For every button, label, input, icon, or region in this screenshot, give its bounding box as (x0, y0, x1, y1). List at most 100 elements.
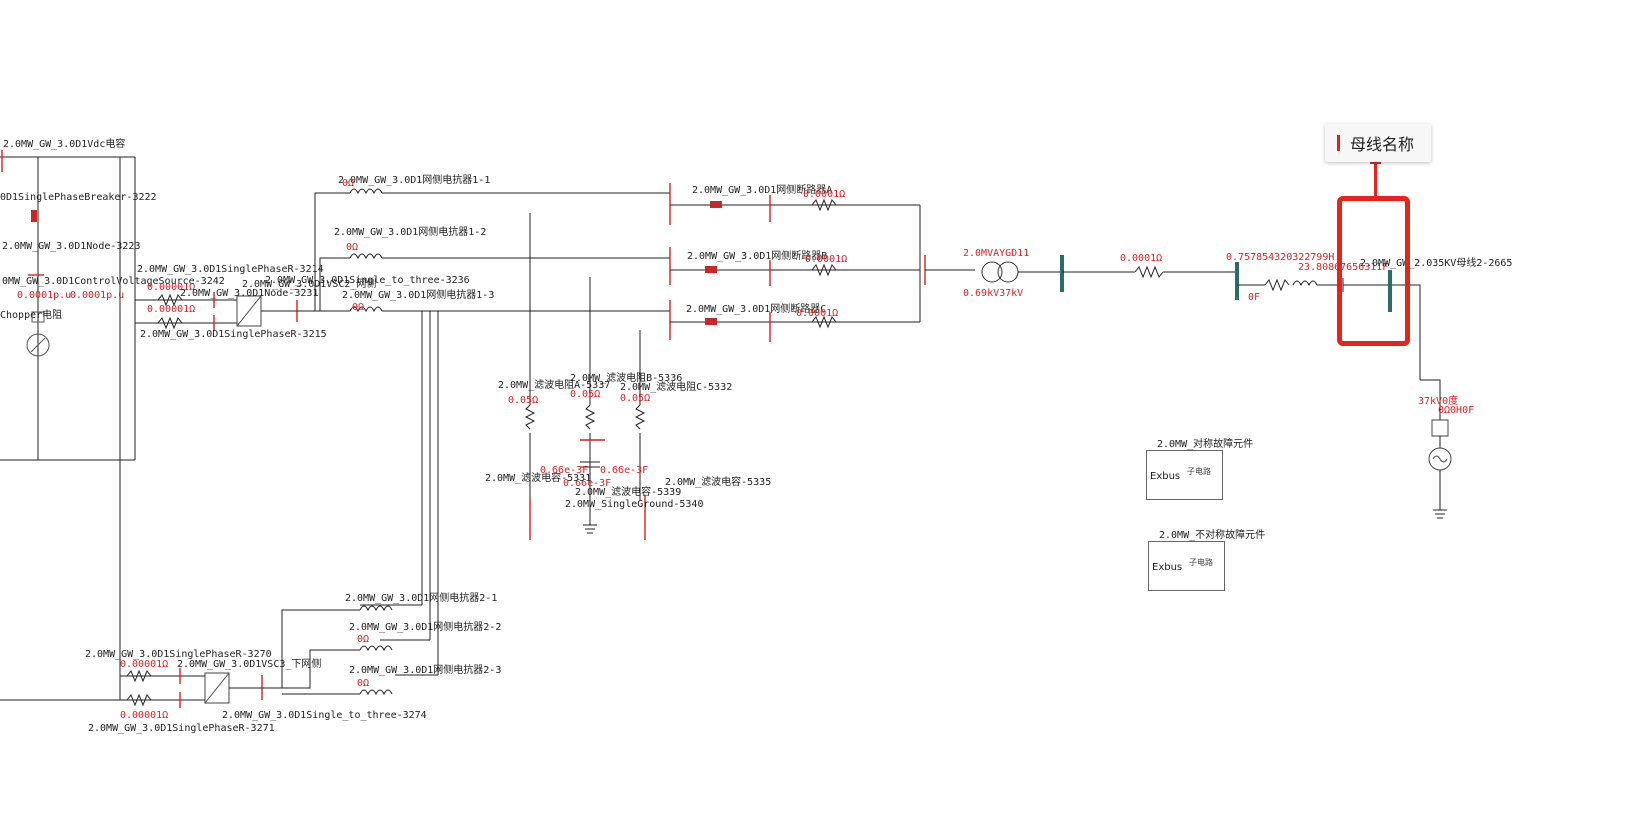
label-filt-c2: 2.0MW_滤波电容-5339 (575, 485, 681, 498)
ground-icon (583, 524, 597, 534)
resistor-icon[interactable] (1134, 265, 1164, 279)
value-filt-ra: 0.05Ω (508, 395, 538, 406)
exbus-label: Exbus (1152, 562, 1183, 573)
label-cvs: 0MW_GW_3.0D1ControlVoltageSource-3242 (2, 276, 225, 287)
bus-highlight-box (1337, 196, 1410, 346)
value-brk-c: 0.0001Ω (796, 308, 838, 319)
converter-1-section: 0.00001Ω 0.00001Ω 2.0MW_GW_3.0D1SinglePh… (135, 192, 470, 340)
label-react-1-1: 2.0MW_GW_3.0D1网侧电抗器1-1 (338, 173, 490, 186)
exbus-label: Exbus (1150, 471, 1181, 482)
resistor-icon[interactable] (524, 404, 536, 430)
resistor-icon[interactable] (811, 263, 837, 277)
resistor-icon[interactable] (157, 316, 183, 330)
value-r-3270: 0.00001Ω (120, 659, 168, 670)
resistor-icon[interactable] (811, 198, 837, 212)
label-node-3223: 2.0MW_GW_3.0D1Node-3223 (2, 241, 140, 252)
value-react-1-2: 0Ω (346, 242, 358, 253)
subcircuit-label: 子电路 (1187, 467, 1211, 476)
resistor-icon[interactable] (584, 404, 596, 430)
value-line-c: 23.80867656311F (1298, 262, 1388, 273)
breaker-a-icon[interactable] (710, 201, 722, 208)
label-react-1-2: 2.0MW_GW_3.0D1网侧电抗器1-2 (334, 225, 486, 238)
value-cap-1: 0.66e-3F (540, 465, 588, 476)
label-brk-b: 2.0MW_GW_3.0D1网侧断路器B (687, 249, 827, 262)
label-filt-rc: 2.0MW_滤波电阻C-5332 (620, 380, 732, 393)
breaker-icon[interactable] (31, 210, 37, 222)
value-react-2-3: 0Ω (357, 678, 369, 689)
resistor-icon[interactable] (126, 669, 152, 683)
symmetric-fault-component[interactable]: 2.0MW_对称故障元件 Exbus 子电路 (1146, 439, 1253, 500)
label-filt-c1: 2.0MW_滤波电容-5331 (485, 471, 591, 484)
reactor-group-1: 2.0MW_GW_3.0D1网侧电抗器1-1 0Ω 2.0MW_GW_3.0D1… (334, 173, 670, 675)
label-fault-1: 2.0MW_对称故障元件 (1157, 439, 1254, 450)
transformer-winding2-icon[interactable] (997, 261, 1019, 283)
label-node-3231: 2.0MW_GW_3.0D1Node-3231 (180, 288, 318, 299)
label-vdc: 2.0MW_GW_3.0D1Vdc电容 (3, 137, 125, 150)
breaker-b-icon[interactable] (705, 266, 717, 273)
label-breaker-3222: 0D1SinglePhaseBreaker-3222 (0, 192, 157, 203)
inductor-icon[interactable] (349, 253, 383, 260)
label-single-3236: 2.0MW_GW_3.0D1Single_to_three-3236 (265, 275, 470, 286)
value-pu-2: 0.0001p.u (70, 290, 124, 301)
label-phase-3214: 2.0MW_GW_3.0D1SinglePhaseR-3214 (137, 264, 324, 275)
label-fault-2: 2.0MW_不对称故障元件 (1159, 530, 1266, 541)
chopper-resistor-icon[interactable] (26, 333, 50, 357)
value-react-1-1: 0Ω (342, 178, 354, 189)
label-react-2-1: 2.0MW_GW_3.0D1网侧电抗器2-1 (345, 591, 497, 604)
converter-2-section: 2.0MW_GW_3.0D1网侧电抗器2-1 2.0MW_GW_3.0D1网侧电… (0, 591, 501, 734)
breaker-group: 2.0MW_GW_3.0D1网侧断路器A 0.0001Ω 2.0MW_GW_3.… (669, 183, 975, 342)
label-react-2-3: 2.0MW_GW_3.0D1网侧电抗器2-3 (349, 663, 501, 676)
value-zero-f: 0F (1248, 292, 1260, 303)
value-src-r: 0Ω0H0F (1438, 405, 1474, 416)
value-src-v: 37kV0度 (1418, 394, 1458, 407)
label-phase-3271: 2.0MW_GW_3.0D1SinglePhaseR-3271 (88, 723, 275, 734)
value-react-2-2: 0Ω (357, 634, 369, 645)
resistor-icon[interactable] (1264, 278, 1290, 292)
value-brk-a: 0.0001Ω (803, 189, 845, 200)
label-filt-c3: 2.0MW_滤波电容-5335 (665, 475, 771, 488)
source-meter-icon[interactable] (1431, 419, 1449, 437)
inductor-icon[interactable] (1292, 280, 1318, 287)
inductor-icon[interactable] (359, 645, 393, 652)
bus-name-tooltip: 母线名称 (1325, 124, 1431, 162)
inductor-icon[interactable] (349, 306, 383, 313)
label-filt-rb: 2.0MW_滤波电阻B-5336 (570, 371, 682, 384)
resistor-icon[interactable] (126, 693, 152, 707)
value-cap-2: 0.66e-3F (600, 465, 648, 476)
value-r-3214: 0.00001Ω (147, 282, 195, 293)
filter-branch: 2.0MW_滤波电阻A-5337 2.0MW_滤波电阻B-5336 2.0MW_… (485, 213, 771, 540)
asymmetric-fault-component[interactable]: 2.0MW_不对称故障元件 Exbus 子电路 (1148, 530, 1265, 591)
dc-section: 2.0MW_GW_3.0D1Vdc电容 0D1SinglePhaseBreake… (0, 137, 225, 700)
resistor-icon[interactable] (634, 404, 646, 430)
label-brk-c: 2.0MW_GW_3.0D1网侧断路器C (686, 302, 826, 315)
inductor-icon[interactable] (359, 605, 393, 612)
value-react-1-3: 0Ω (352, 302, 364, 313)
label-vsc: 2.0MW_GW_3.0D1VSC2_网侧 (242, 277, 376, 290)
subcircuit-label: 子电路 (1189, 558, 1213, 567)
resistor-icon[interactable] (811, 315, 837, 329)
label-ground: 2.0MW_SingleGround-5340 (565, 499, 703, 510)
breaker-c-icon[interactable] (705, 318, 717, 325)
transformer-winding1-icon[interactable] (981, 261, 1003, 283)
label-react-2-2: 2.0MW_GW_3.0D1网侧电抗器2-2 (349, 620, 501, 633)
inductor-icon[interactable] (359, 689, 393, 696)
label-bus-35kv: 2.0MW_GW_2.035KV母线2-2665 (1360, 256, 1512, 269)
label-phase-3270: 2.0MW_GW_3.0D1SinglePhaseR-3270 (85, 649, 272, 660)
highlight-pointer (1370, 160, 1381, 196)
label-single-3274: 2.0MW_GW_3.0D1Single_to_three-3274 (222, 710, 427, 721)
label-vsc3: 2.0MW_GW_3.0D1VSC3_下网侧 (177, 657, 321, 670)
value-xfmr: 2.0MVAYGD11 (963, 248, 1029, 259)
transformer-line-section: 2.0MVAYGD11 0.69kV37kV 0.0001Ω 0.7578543… (963, 248, 1512, 519)
value-r-3215: 0.00001Ω (147, 304, 195, 315)
value-cap-3: 0.66e-3F (563, 478, 611, 489)
inductor-icon[interactable] (349, 188, 383, 195)
ground-icon (1433, 509, 1447, 519)
value-r-3271: 0.00001Ω (120, 710, 168, 721)
value-filt-rc: 0.05Ω (620, 393, 650, 404)
value-xfmr-v: 0.69kV37kV (963, 288, 1023, 299)
resistor-icon[interactable] (157, 293, 183, 307)
label-chopper: Chopper电阻 (0, 308, 62, 321)
label-phase-3215: 2.0MW_GW_3.0D1SinglePhaseR-3215 (140, 329, 327, 340)
